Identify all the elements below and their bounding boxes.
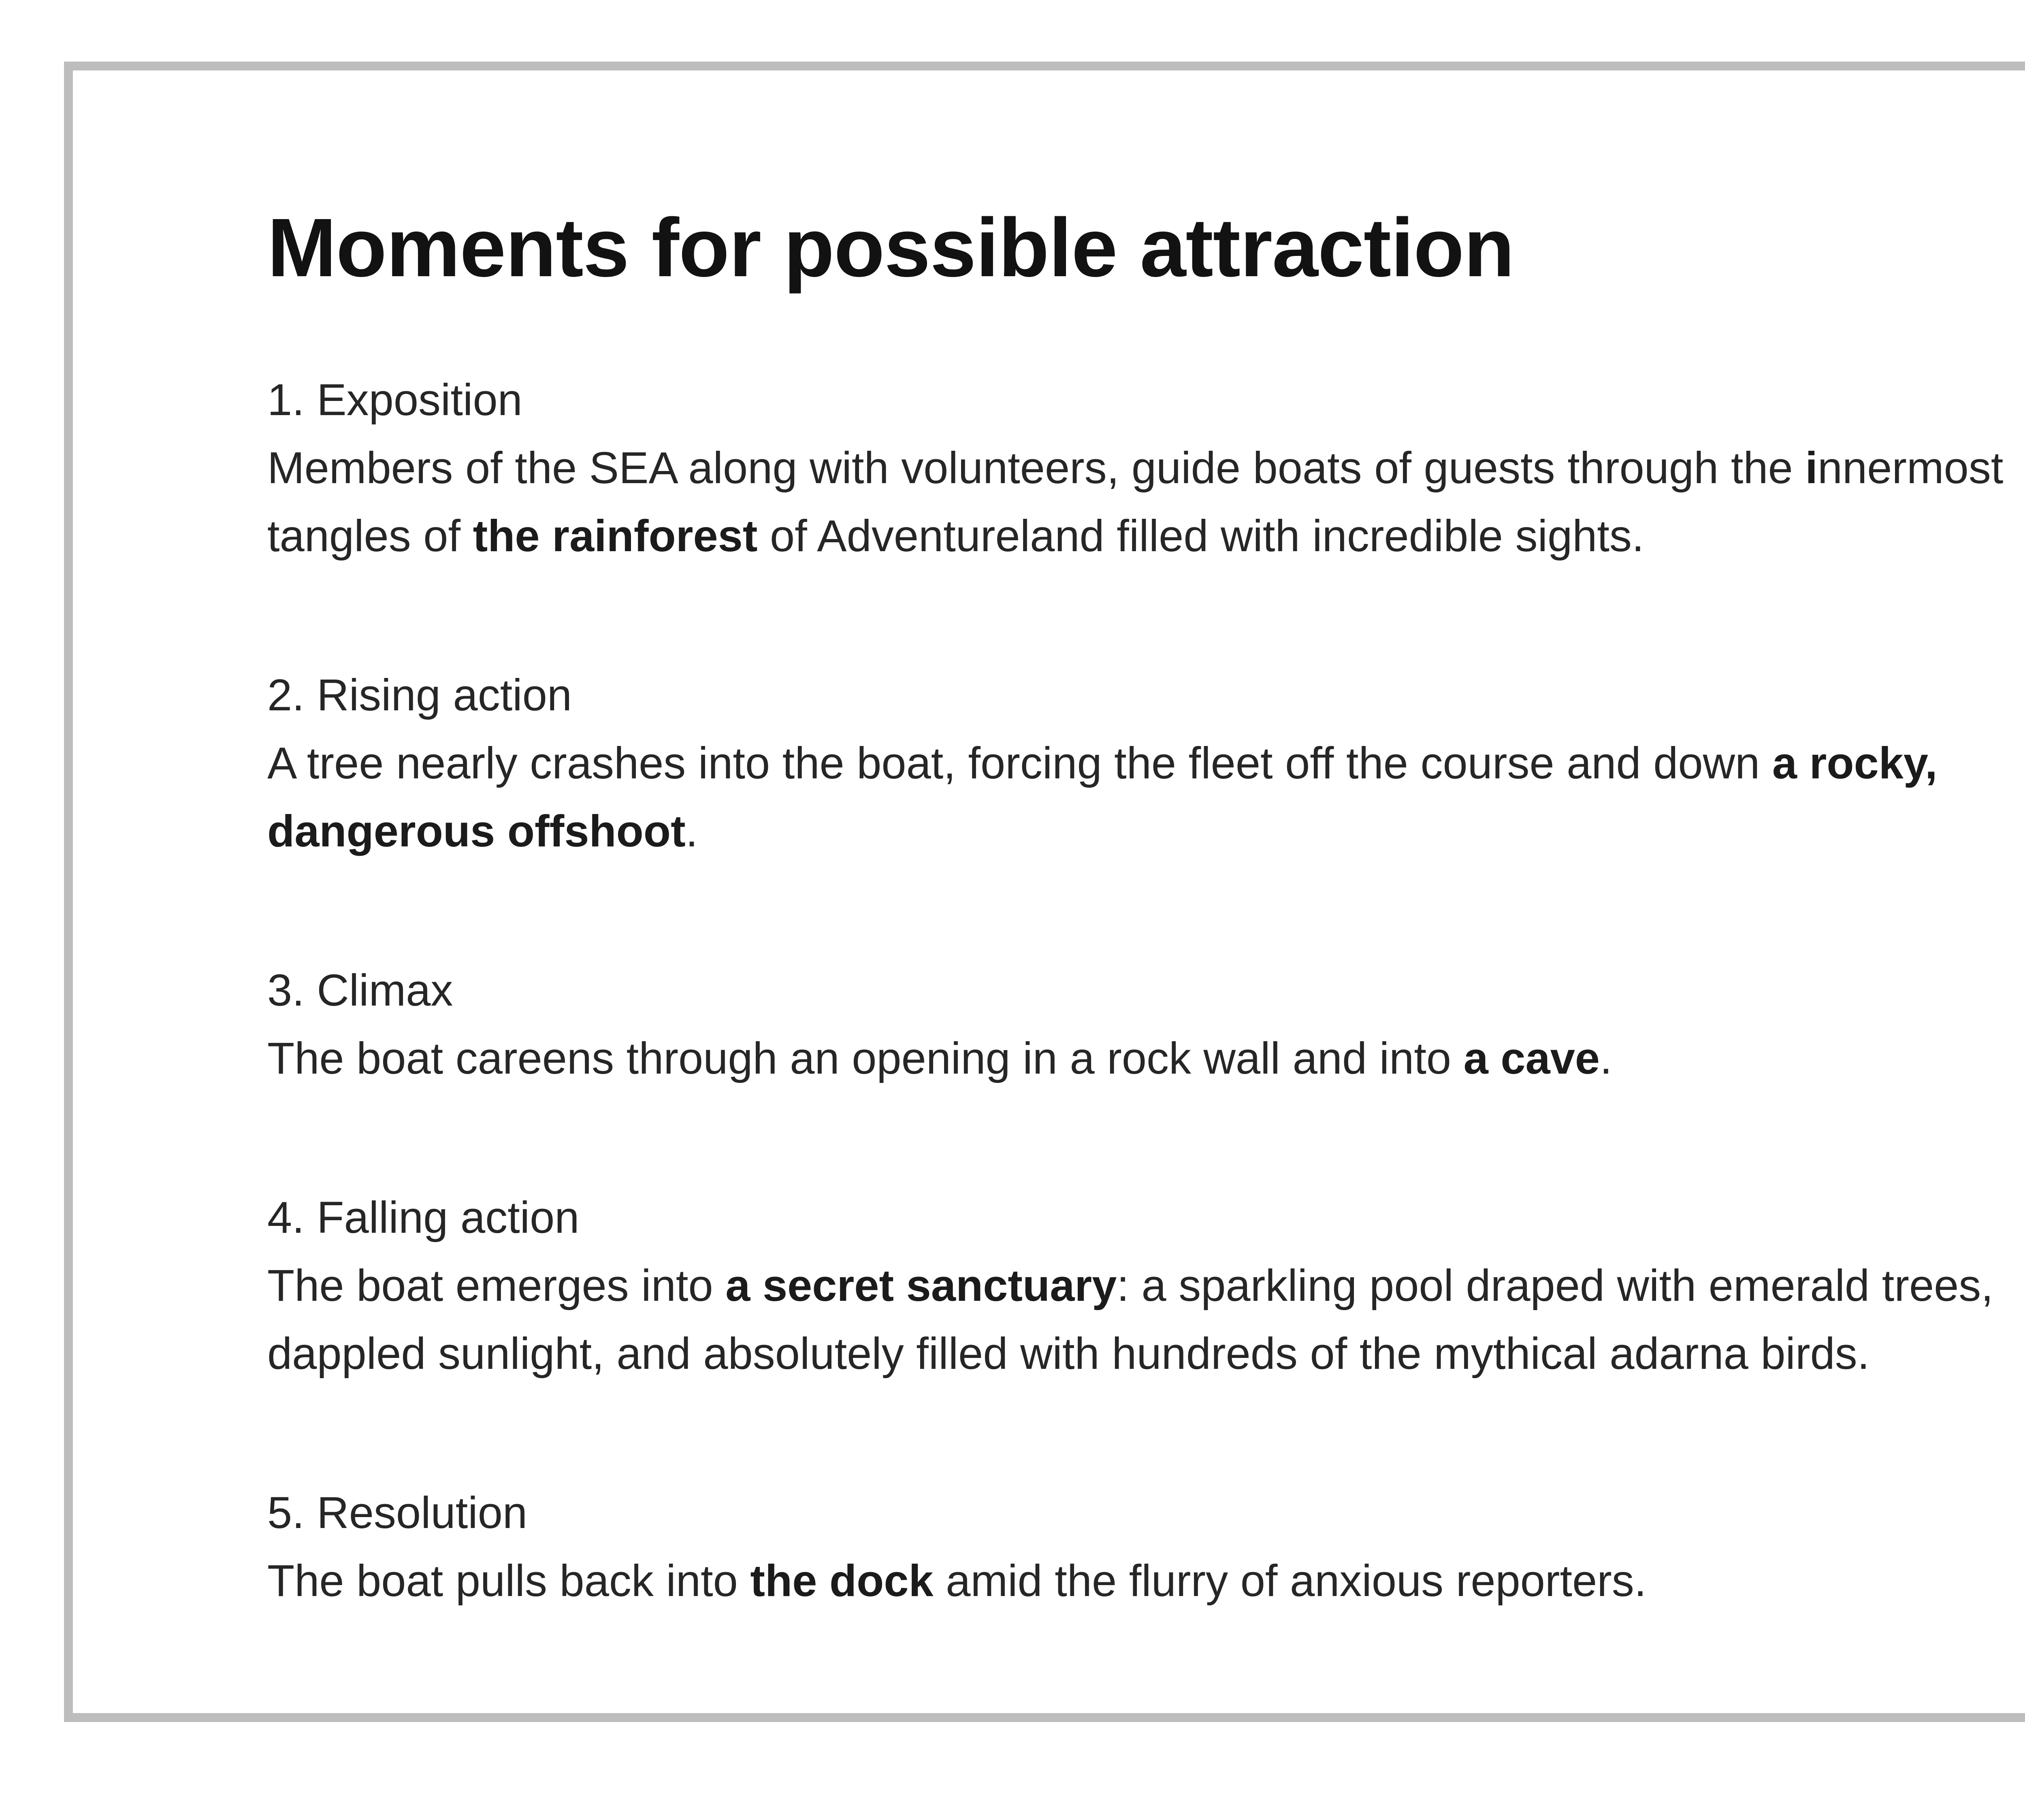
- section-rising-action: 2. Rising action A tree nearly crashes i…: [267, 661, 2025, 865]
- body-segment: The boat careens through an opening in a…: [267, 1034, 1464, 1083]
- section-climax: 3. Climax The boat careens through an op…: [267, 957, 2025, 1093]
- section-heading: 4. Falling action: [267, 1193, 580, 1242]
- body-segment: The boat pulls back into: [267, 1556, 750, 1606]
- section-body: The boat pulls back into the dock amid t…: [267, 1547, 2025, 1615]
- slide-frame: Moments for possible attraction 1. Expos…: [64, 62, 2025, 1722]
- body-segment: The boat emerges into: [267, 1261, 726, 1311]
- schematic-zoning-diagram: CAVE OFFSHOOT SECRET SANCTUARY RAINFORES…: [2017, 322, 2025, 1820]
- body-segment: of Adventureland filled with incredible …: [757, 511, 1644, 561]
- section-heading: 1. Exposition: [267, 375, 522, 425]
- bold-phrase: a cave: [1463, 1034, 1600, 1083]
- section-heading: 2. Rising action: [267, 670, 572, 720]
- body-segment: .: [1600, 1034, 1612, 1083]
- body-segment: amid the flurry of anxious reporters.: [933, 1556, 1647, 1606]
- bold-phrase: i: [1805, 443, 1818, 493]
- section-body: A tree nearly crashes into the boat, for…: [267, 729, 2025, 865]
- section-heading: 3. Climax: [267, 965, 453, 1015]
- body-segment: : a sparkling pool draped with emerald t…: [267, 1261, 1993, 1379]
- bold-phrase: the dock: [750, 1556, 934, 1606]
- body-segment: .: [685, 806, 698, 856]
- body-segment: Members of the SEA along with volunteers…: [267, 443, 1805, 493]
- bold-phrase: a secret sanctuary: [725, 1261, 1117, 1311]
- section-exposition: 1. Exposition Members of the SEA along w…: [267, 366, 2025, 570]
- bold-phrase: a rocky, dangerous offshoot: [267, 738, 1938, 856]
- page-title: Moments for possible attraction: [267, 201, 1515, 294]
- section-heading: 5. Resolution: [267, 1488, 528, 1538]
- story-outline: Moments for possible attraction 1. Expos…: [267, 204, 2025, 1615]
- body-segment: A tree nearly crashes into the boat, for…: [267, 738, 1772, 788]
- section-body: The boat emerges into a secret sanctuary…: [267, 1252, 2025, 1388]
- bold-phrase: the rainforest: [473, 511, 758, 561]
- section-body: Members of the SEA along with volunteers…: [267, 434, 2025, 570]
- section-resolution: 5. Resolution The boat pulls back into t…: [267, 1479, 2025, 1615]
- section-falling-action: 4. Falling action The boat emerges into …: [267, 1184, 2025, 1388]
- body-segment: nnermost tangles of: [267, 443, 2004, 561]
- section-body: The boat careens through an opening in a…: [267, 1025, 2025, 1093]
